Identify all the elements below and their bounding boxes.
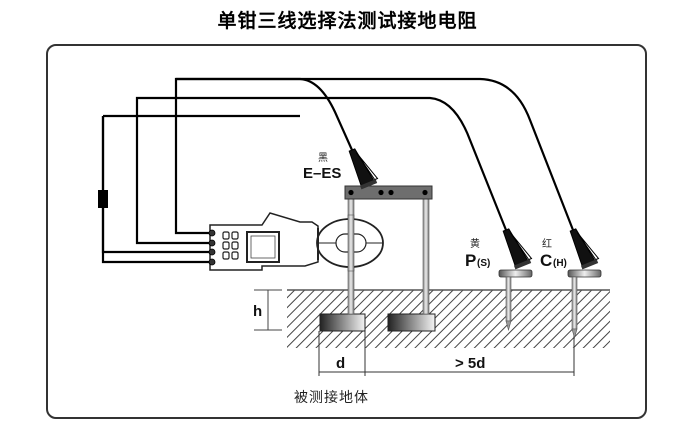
depth-dimension [254, 289, 282, 331]
label-c-sub: (H) [553, 258, 567, 269]
bar-bolts [348, 189, 428, 196]
lead-4 [101, 116, 210, 264]
diagram-title: 单钳三线选择法测试接地电阻 [217, 10, 478, 32]
label-yellow: 黄 [470, 237, 480, 250]
stake-p [498, 269, 533, 332]
diagram-frame [46, 44, 647, 419]
label-p: P [465, 251, 476, 270]
label-p-sub: (S) [477, 258, 490, 269]
lead-p [135, 96, 508, 245]
clip-c [569, 228, 600, 270]
label-e-es: E–ES [303, 165, 341, 182]
label-h: h [253, 303, 262, 320]
wire-set [176, 77, 575, 231]
stake-c [567, 269, 602, 340]
clip-e-es [348, 148, 379, 190]
meter-ports [208, 229, 216, 266]
label-d: d [336, 355, 345, 372]
label-gt5d: > 5d [455, 355, 485, 372]
inline-resistor [98, 190, 108, 208]
grounded-plate-1 [319, 313, 366, 332]
label-grounded-body: 被测接地体 [294, 389, 369, 406]
wire-top [176, 77, 575, 231]
grounded-plate-2 [387, 313, 436, 332]
label-red: 红 [542, 237, 552, 250]
lead-c [101, 116, 210, 254]
label-black: 黑 [318, 152, 328, 164]
clamp-meter [208, 212, 384, 272]
ground-rod-2 [422, 197, 430, 315]
clip-p [502, 228, 533, 270]
meter-buttons [222, 231, 239, 260]
label-c: C [540, 251, 552, 270]
